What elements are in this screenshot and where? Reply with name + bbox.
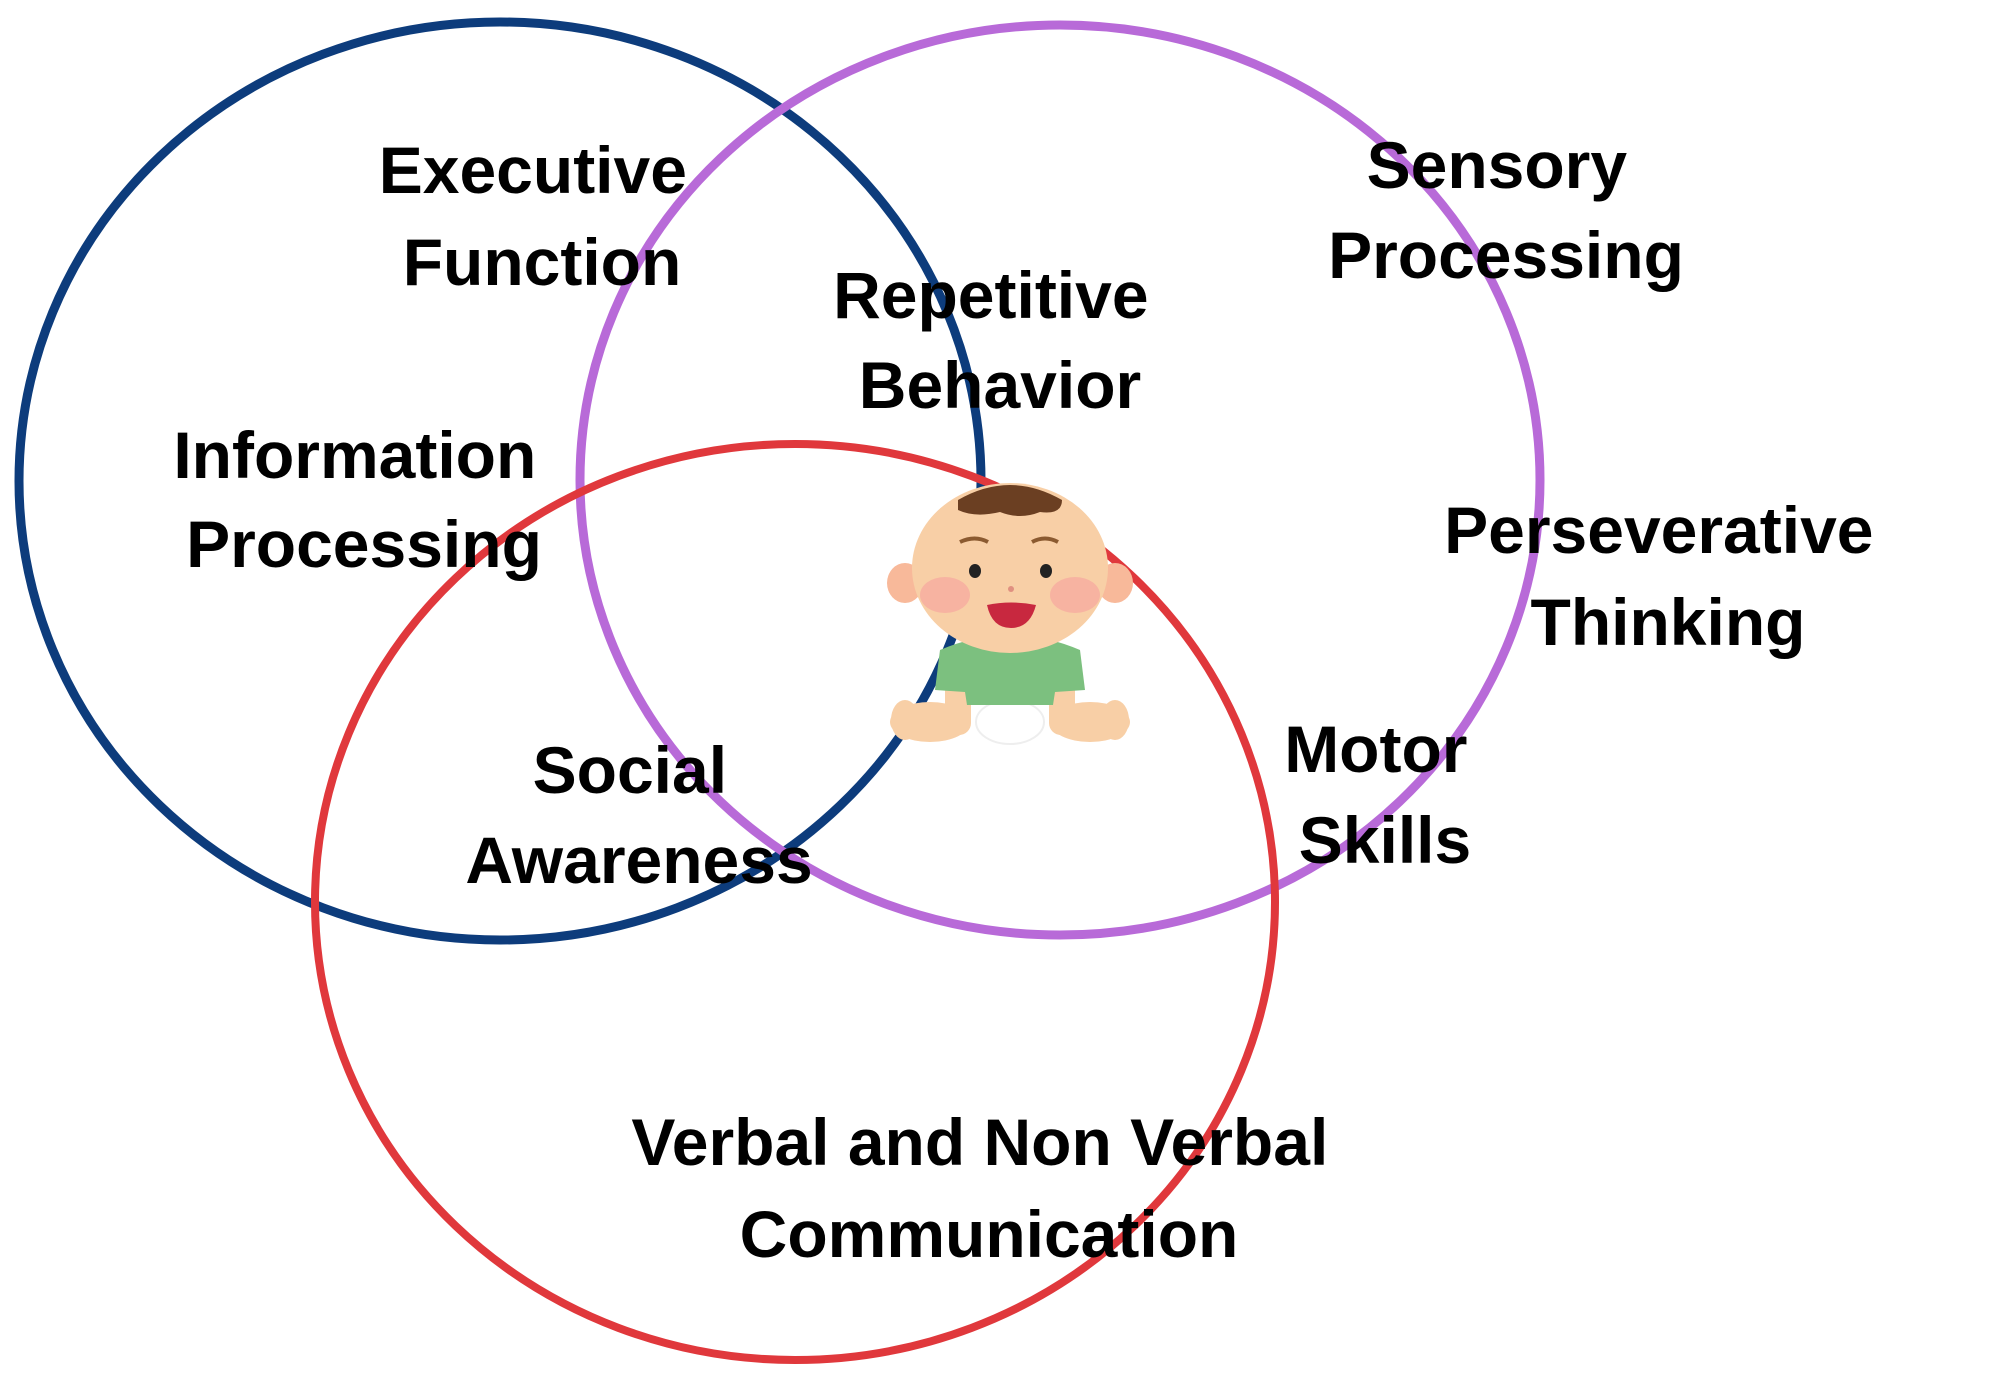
label-social-awareness: Social Awareness <box>465 733 812 897</box>
label-repetitive-behavior: Repetitive Behavior <box>833 258 1167 422</box>
purple-set-ellipse <box>575 20 1545 940</box>
label-sensory-processing: Sensory Processing <box>1328 128 1684 292</box>
label-communication: Verbal and Non Verbal Communication <box>631 1105 1346 1271</box>
label-perseverative-thinking: Perseverative Thinking <box>1444 493 1892 659</box>
label-motor-skills: Motor Skills <box>1284 712 1486 877</box>
baby-icon <box>887 483 1133 745</box>
label-information-processing: Information Processing <box>173 418 554 581</box>
red-set-ellipse <box>311 440 1279 1364</box>
label-executive-function: Executive Function <box>379 133 706 299</box>
